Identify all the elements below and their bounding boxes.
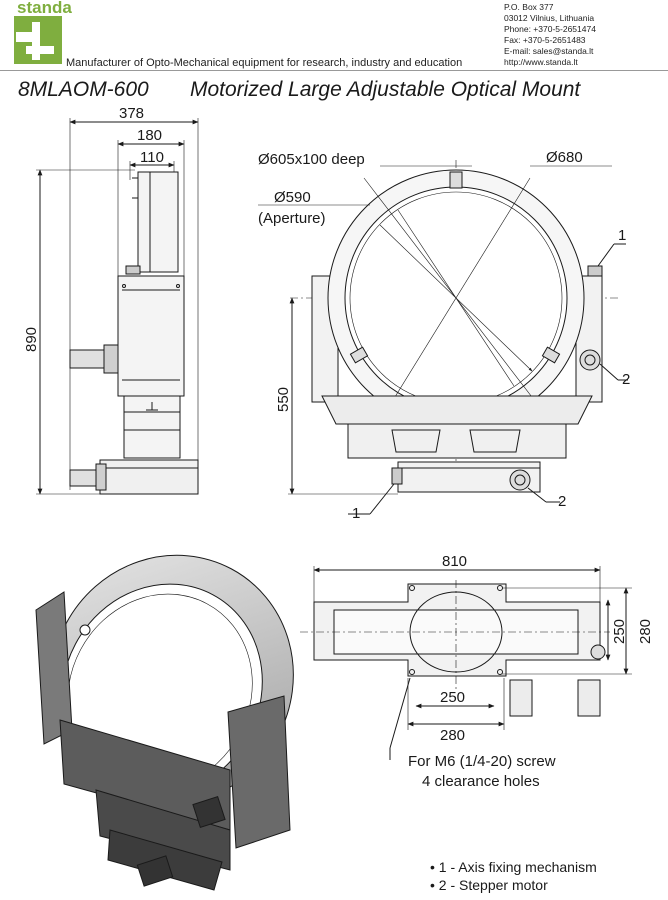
- dim-680: Ø680: [546, 149, 583, 166]
- contact-line: Phone: +370-5-2651474: [504, 24, 596, 34]
- legend-item-1: • 1 - Axis fixing mechanism: [430, 859, 597, 875]
- screw-note-line2: 4 clearance holes: [422, 773, 540, 790]
- side-view: [36, 118, 199, 495]
- aperture-label: (Aperture): [258, 210, 326, 227]
- dim-550: 550: [275, 387, 292, 412]
- screw-note-line1: For M6 (1/4-20) screw: [408, 753, 556, 770]
- dim-110: 110: [140, 149, 164, 166]
- isometric-view: [35, 554, 294, 891]
- top-view: [300, 566, 632, 760]
- callout-2-bottom: 2: [558, 493, 566, 510]
- dim-378: 378: [119, 105, 144, 122]
- dim-590: Ø590: [274, 189, 311, 206]
- tagline: Manufacturer of Opto-Mechanical equipmen…: [66, 57, 463, 69]
- standa-logo: [14, 16, 62, 64]
- contact-block: P.O. Box 377 03012 Vilnius, Lithuania Ph…: [504, 2, 596, 68]
- model-number: 8MLAOM-600: [18, 78, 149, 101]
- dim-250-y: 250: [611, 619, 628, 644]
- contact-line: P.O. Box 377: [504, 2, 554, 12]
- dim-250-x: 250: [440, 689, 465, 706]
- dim-280-y: 280: [637, 619, 654, 644]
- dim-890: 890: [23, 327, 40, 352]
- callout-1-top: 1: [618, 227, 626, 244]
- dim-280-x: 280: [440, 727, 465, 744]
- callout-2-right: 2: [622, 371, 630, 388]
- contact-line: 03012 Vilnius, Lithuania: [504, 13, 595, 23]
- dim-605-deep: Ø605x100 deep: [258, 151, 365, 168]
- legend-item-2: • 2 - Stepper motor: [430, 877, 548, 893]
- dim-180: 180: [137, 127, 162, 144]
- brand-name: standa: [17, 0, 72, 17]
- contact-line: Fax: +370-5-2651483: [504, 35, 586, 45]
- header-divider: [0, 70, 668, 71]
- front-view: [258, 160, 628, 515]
- product-title: Motorized Large Adjustable Optical Mount: [190, 78, 581, 101]
- contact-line[interactable]: E-mail: sales@standa.lt: [504, 46, 594, 56]
- dimension-labels: 378 180 110 890 Ø605x100 deep Ø680 Ø590 …: [23, 105, 654, 790]
- legend: • 1 - Axis fixing mechanism • 2 - Steppe…: [430, 858, 597, 894]
- callout-1-bottom: 1: [352, 505, 360, 522]
- contact-line[interactable]: http://www.standa.lt: [504, 57, 578, 67]
- dim-810: 810: [442, 553, 467, 570]
